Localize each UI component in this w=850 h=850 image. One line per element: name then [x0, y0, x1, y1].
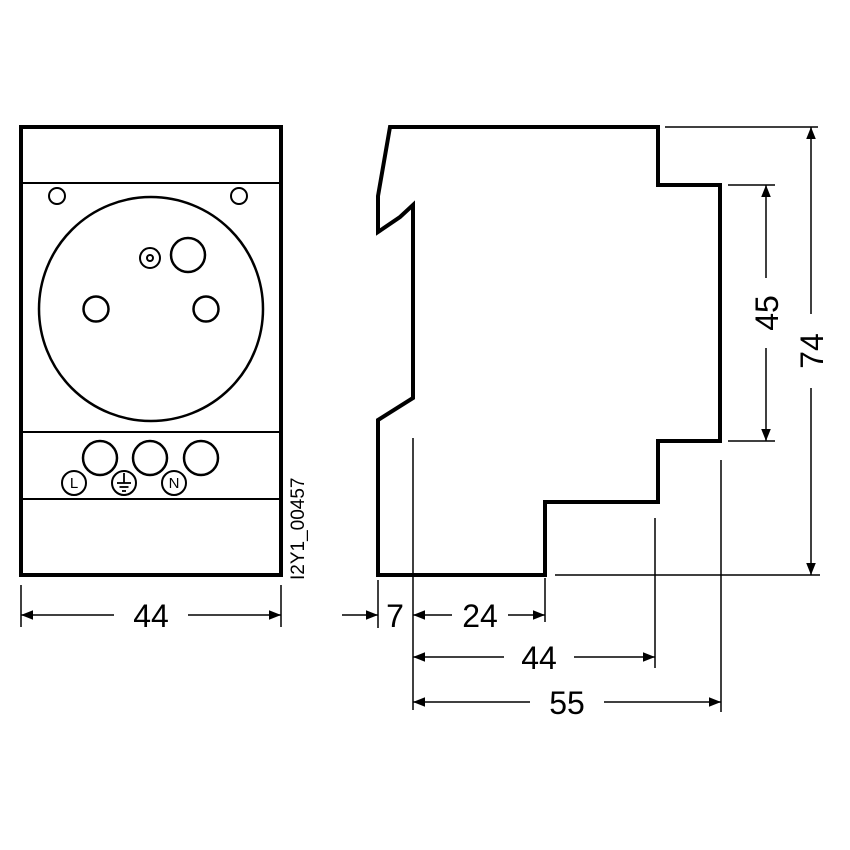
- terminal-label-neutral-ring: [161, 470, 187, 496]
- side-dimension-lines: [377, 126, 820, 712]
- earth-ground-icon: [117, 473, 131, 492]
- front-width-value: 44: [133, 598, 169, 634]
- front-housing-outline: [19, 125, 283, 577]
- clip-depth-value: 7: [386, 598, 404, 634]
- body-depth-value: 44: [521, 640, 557, 676]
- socket-earth-pin-dot: [146, 254, 154, 262]
- overall-depth-value: 55: [549, 685, 585, 721]
- front-width-dimension: [20, 585, 282, 627]
- overall-height-value: 74: [794, 333, 830, 369]
- terminal-label-neutral: N: [169, 475, 180, 492]
- mounting-screw-left: [48, 187, 66, 205]
- front-view: [19, 125, 283, 577]
- terminal-label-live-ring: [61, 470, 87, 496]
- front-step-depth-value: 24: [462, 598, 498, 634]
- socket-hole-left: [82, 295, 110, 323]
- side-profile-outline: [376, 125, 722, 577]
- mounting-screw-right: [230, 187, 248, 205]
- socket-hole-right: [192, 295, 220, 323]
- front-height-value: 45: [749, 295, 785, 331]
- terminal-label-earth-ring: [111, 470, 137, 496]
- terminal-screw-earth: [131, 439, 169, 477]
- socket-face: [37, 195, 265, 423]
- terminal-label-live: L: [70, 475, 78, 492]
- terminal-screw-neutral: [182, 439, 220, 477]
- terminal-screw-live: [81, 439, 119, 477]
- figure-id-label: I2Y1_00457: [288, 478, 309, 581]
- socket-child-lock-hole: [169, 236, 207, 274]
- socket-earth-pin-ring: [139, 247, 161, 269]
